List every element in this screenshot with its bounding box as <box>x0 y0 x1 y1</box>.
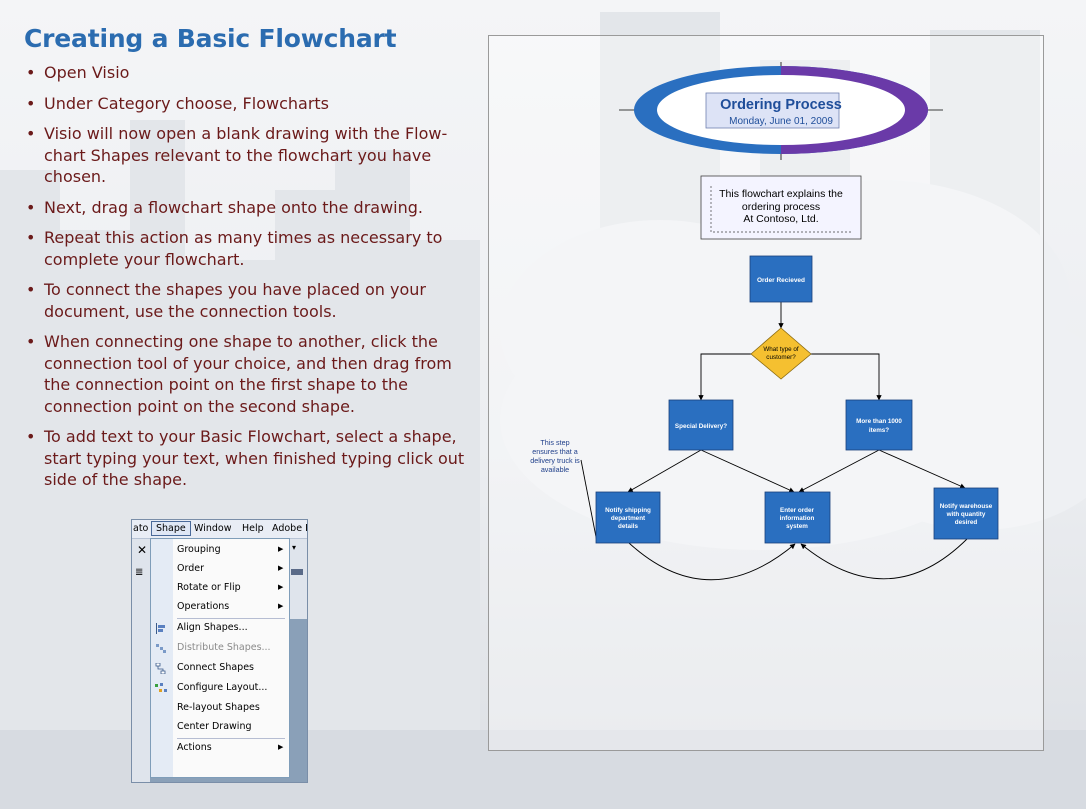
process-label: system <box>786 523 808 530</box>
menu-item-center-drawing[interactable]: Center Drawing <box>177 721 252 732</box>
bullet-item: To add text to your Basic Flowchart, sel… <box>24 426 474 491</box>
menu-bar-item-window[interactable]: Window <box>194 523 232 534</box>
menu-bar-item-adobe[interactable]: Adobe P <box>272 523 308 534</box>
menu-icon-gutter <box>151 539 173 777</box>
bullet-item: Visio will now open a blank drawing with… <box>24 123 474 188</box>
instruction-list: Open Visio Under Category choose, Flowch… <box>24 62 474 500</box>
process-label: More than 1000 <box>856 418 902 425</box>
note-line: ordering process <box>742 201 820 213</box>
submenu-arrow-icon: ▶ <box>278 545 284 553</box>
connect-shapes-icon <box>155 663 166 674</box>
process-notify-shipping <box>595 491 661 544</box>
menu-item-grouping[interactable]: Grouping <box>177 544 221 555</box>
chevron-down-icon[interactable]: ▾ <box>292 543 297 552</box>
callout-text: ensures that a <box>532 447 578 456</box>
submenu-arrow-icon: ▶ <box>278 602 284 610</box>
toolbar-strip-right: ▾ <box>289 539 307 619</box>
menu-item-actions[interactable]: Actions <box>177 742 212 753</box>
process-label: Notify warehouse <box>940 503 993 510</box>
menu-separator <box>177 618 285 619</box>
align-shapes-icon <box>156 623 165 634</box>
menu-item-relayout-shapes[interactable]: Re-layout Shapes <box>177 702 260 713</box>
process-label: information <box>780 515 815 522</box>
process-notify-warehouse <box>933 487 999 540</box>
process-special-delivery <box>668 399 734 451</box>
process-label: with quantity <box>946 511 986 518</box>
menu-item-distribute-shapes[interactable]: Distribute Shapes... <box>177 642 271 653</box>
bullet-item: Open Visio <box>24 62 474 84</box>
process-label: details <box>618 523 638 530</box>
connectors <box>580 302 968 581</box>
menu-bar-item-help[interactable]: Help <box>242 523 264 534</box>
callout-text: delivery truck is <box>530 456 580 465</box>
bullet-item: Repeat this action as many times as nece… <box>24 227 474 270</box>
menu-item-connect-shapes[interactable]: Connect Shapes <box>177 662 254 673</box>
submenu-arrow-icon: ▶ <box>278 583 284 591</box>
note-line: At Contoso, Ltd. <box>743 213 818 225</box>
menu-bar-item-partial[interactable]: ato <box>133 523 149 534</box>
menu-item-align-shapes[interactable]: Align Shapes... <box>177 622 248 633</box>
visio-shape-menu-screenshot: ato Shape Window Help Adobe P ✕ ≣ ▾ Grou… <box>131 519 308 783</box>
distribute-shapes-icon <box>156 644 166 653</box>
decision-customer-type <box>750 327 812 380</box>
menu-item-order[interactable]: Order <box>177 563 204 574</box>
process-label: Enter order <box>780 507 814 514</box>
pencil-tool-icon[interactable] <box>291 569 303 575</box>
align-text-icon[interactable]: ≣ <box>135 567 144 578</box>
menu-bar: ato Shape Window Help Adobe P <box>132 520 307 539</box>
configure-layout-icon <box>155 683 167 692</box>
flowchart-date: Monday, June 01, 2009 <box>729 116 833 127</box>
process-order-received <box>749 255 813 303</box>
process-label: Special Delivery? <box>675 423 727 430</box>
process-label: items? <box>869 427 889 434</box>
bullet-item: To connect the shapes you have placed on… <box>24 279 474 322</box>
bullet-item: Under Category choose, Flowcharts <box>24 93 474 115</box>
shape-dropdown-menu: Grouping ▶ Order ▶ Rotate or Flip ▶ Oper… <box>150 538 290 778</box>
menu-item-rotate-or-flip[interactable]: Rotate or Flip <box>177 582 241 593</box>
menu-item-operations[interactable]: Operations <box>177 601 230 612</box>
process-more-than-1000-items <box>845 399 913 451</box>
process-label: Order Recieved <box>757 277 805 284</box>
process-enter-order <box>764 491 831 544</box>
toolbar-strip: ✕ ≣ <box>132 539 150 782</box>
process-label: department <box>611 515 646 522</box>
menu-separator <box>177 738 285 739</box>
callout-text: This step <box>540 438 569 447</box>
submenu-arrow-icon: ▶ <box>278 743 284 751</box>
submenu-arrow-icon: ▶ <box>278 564 284 572</box>
decision-label: customer? <box>766 354 796 361</box>
title-ellipse-graphic <box>619 62 943 160</box>
flowchart-title: Ordering Process <box>720 97 842 113</box>
flowchart-diagram: Ordering Process Monday, June 01, 2009 T… <box>488 35 1044 751</box>
bullet-item: Next, drag a flowchart shape onto the dr… <box>24 197 474 219</box>
process-label: Notify shipping <box>605 507 651 514</box>
callout-text: available <box>541 465 569 474</box>
description-note <box>700 175 862 240</box>
close-icon[interactable]: ✕ <box>137 543 148 557</box>
note-line: This flowchart explains the <box>719 188 843 200</box>
menu-bar-item-shape[interactable]: Shape <box>151 521 191 536</box>
bullet-item: When connecting one shape to another, cl… <box>24 331 474 417</box>
slide-title: Creating a Basic Flowchart <box>24 24 397 53</box>
decision-label: What type of <box>763 346 799 353</box>
menu-item-configure-layout[interactable]: Configure Layout... <box>177 682 268 693</box>
process-label: desired <box>955 519 978 526</box>
